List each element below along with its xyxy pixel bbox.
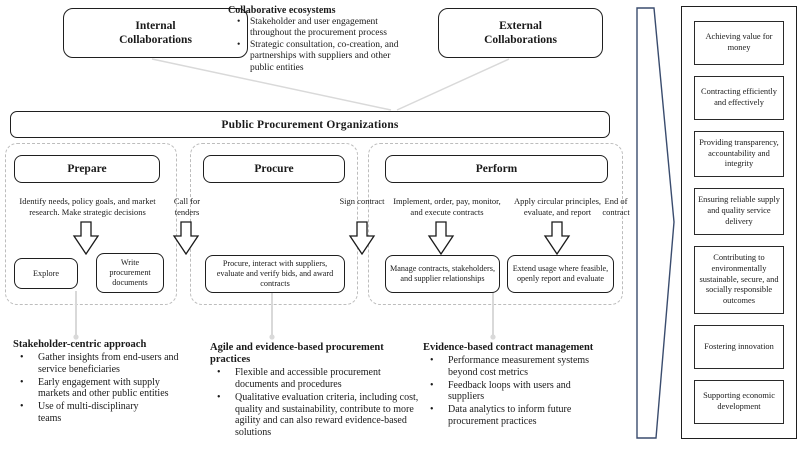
external-collaborations-label: External Collaborations	[484, 19, 557, 46]
list-item: Data analytics to inform future procurem…	[423, 404, 628, 428]
procurement-goals-column: Achieving value for money Contracting ef…	[681, 6, 797, 439]
note-list: Gather insights from end-users and servi…	[13, 352, 211, 425]
prepare-description: Identify needs, policy goals, and market…	[19, 196, 156, 217]
list-item: Stakeholder and user engagement througho…	[228, 17, 433, 40]
explore-label: Explore	[33, 268, 59, 278]
stakeholder-centric-note: Stakeholder-centric approach Gather insi…	[13, 339, 211, 426]
list-item: Feedback loops with users and suppliers	[423, 380, 628, 404]
collaborative-ecosystems-heading: Collaborative ecosystems	[228, 5, 336, 16]
goals-bracket-chevron	[636, 7, 675, 439]
collaborative-ecosystems-block: Collaborative ecosystems Stakeholder and…	[228, 5, 433, 74]
goal-box: Contributing to environmentally sustaina…	[694, 245, 784, 315]
list-item: Gather insights from end-users and servi…	[13, 352, 211, 376]
manage-contracts-box: Manage contracts, stakeholders, and supp…	[385, 255, 500, 293]
apply-circular-description: Apply circular principles, evaluate, and…	[513, 196, 602, 217]
list-item: Strategic consultation, co-creation, and…	[228, 40, 433, 74]
note-heading: Evidence-based contract management	[423, 342, 594, 353]
list-item: Qualitative evaluation criteria, includi…	[210, 392, 428, 439]
internal-collaborations-box: Internal Collaborations	[63, 8, 248, 58]
prepare-title-box: Prepare	[14, 155, 160, 183]
goal-box: Supporting economic development	[694, 379, 784, 424]
procure-interact-box: Procure, interact with suppliers, evalua…	[205, 255, 345, 293]
public-procurement-organizations-bar: Public Procurement Organizations	[10, 111, 610, 138]
list-item: Use of multi-disciplinary teams	[13, 401, 211, 425]
note-list: Performance measurement systems beyond c…	[423, 355, 628, 428]
prepare-title: Prepare	[67, 163, 107, 175]
note-heading: Stakeholder-centric approach	[13, 339, 147, 350]
procure-title: Procure	[254, 163, 294, 175]
explore-box: Explore	[14, 258, 78, 289]
note-list: Flexible and accessible procurement docu…	[210, 367, 428, 439]
perform-title: Perform	[475, 163, 518, 175]
perform-title-box: Perform	[385, 155, 608, 183]
manage-contracts-label: Manage contracts, stakeholders, and supp…	[389, 264, 496, 283]
connector-dot	[490, 334, 496, 340]
goal-box: Fostering innovation	[694, 325, 784, 370]
evidence-contract-note: Evidence-based contract management Perfo…	[423, 342, 628, 429]
agile-evidence-note: Agile and evidence-based procurement pra…	[210, 342, 428, 440]
list-item: Performance measurement systems beyond c…	[423, 355, 628, 379]
external-collaborations-box: External Collaborations	[438, 8, 603, 58]
end-of-contract-label: End of contract	[602, 196, 630, 217]
goal-box: Contracting efficiently and effectively	[694, 75, 784, 120]
connector-dot	[269, 334, 275, 340]
implement-description: Implement, order, pay, monitor, and exec…	[393, 196, 501, 217]
goal-box: Ensuring reliable supply and quality ser…	[694, 188, 784, 235]
write-procurement-documents-label: Write procurement documents	[109, 258, 151, 287]
write-procurement-documents-box: Write procurement documents	[96, 253, 164, 293]
extend-usage-box: Extend usage where feasible, openly repo…	[507, 255, 614, 293]
collaborative-ecosystems-list: Stakeholder and user engagement througho…	[228, 17, 433, 74]
goal-box: Providing transparency, accountability a…	[694, 130, 784, 178]
sign-contract-label: Sign contract	[339, 196, 385, 206]
extend-usage-label: Extend usage where feasible, openly repo…	[512, 264, 609, 283]
procure-title-box: Procure	[203, 155, 345, 183]
procure-interact-label: Procure, interact with suppliers, evalua…	[216, 259, 334, 288]
ppo-bar-label: Public Procurement Organizations	[221, 118, 399, 131]
note-heading: Agile and evidence-based procurement pra…	[210, 342, 384, 366]
list-item: Flexible and accessible procurement docu…	[210, 367, 428, 391]
list-item: Early engagement with supply markets and…	[13, 377, 211, 401]
call-for-tenders-label: Call for tenders	[173, 196, 201, 217]
internal-collaborations-label: Internal Collaborations	[119, 19, 192, 46]
goal-box: Achieving value for money	[694, 21, 784, 65]
